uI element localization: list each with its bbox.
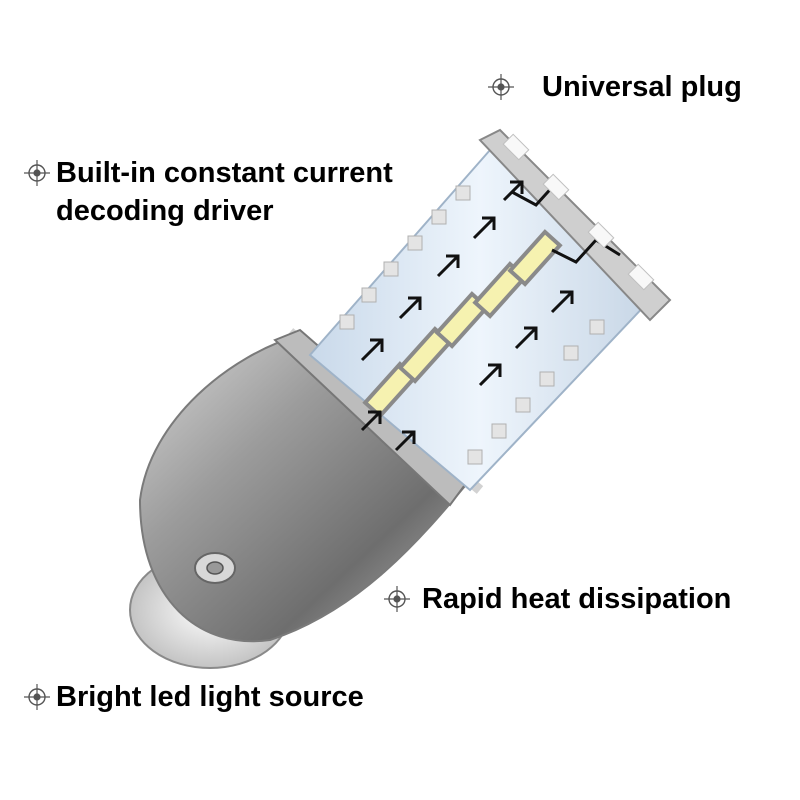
feature-label-line2: decoding driver [56,195,274,227]
feature-universal-plug: Universal plug [488,68,742,106]
feature-constant-current-driver: Built-in constant current decoding drive… [24,154,393,230]
side-led-row-right [467,319,605,465]
feature-label: Rapid heat dissipation [422,583,732,615]
led-pcb-body [308,128,672,492]
feature-heat-dissipation: Rapid heat dissipation [384,580,731,618]
feature-bright-led: Bright led light source [24,678,364,716]
side-led-row-left [339,185,471,330]
crosshair-target-icon [24,160,50,186]
crosshair-target-icon [488,74,514,100]
bayonet-pin [194,552,236,584]
feature-label: Bright led light source [56,681,364,713]
crosshair-target-icon [384,586,410,612]
crosshair-target-icon [24,684,50,710]
main-led-chips [362,229,563,419]
feature-label: Universal plug [542,71,742,103]
feature-label-line1: Built-in constant current [56,157,393,189]
top-end-leds [502,133,655,291]
